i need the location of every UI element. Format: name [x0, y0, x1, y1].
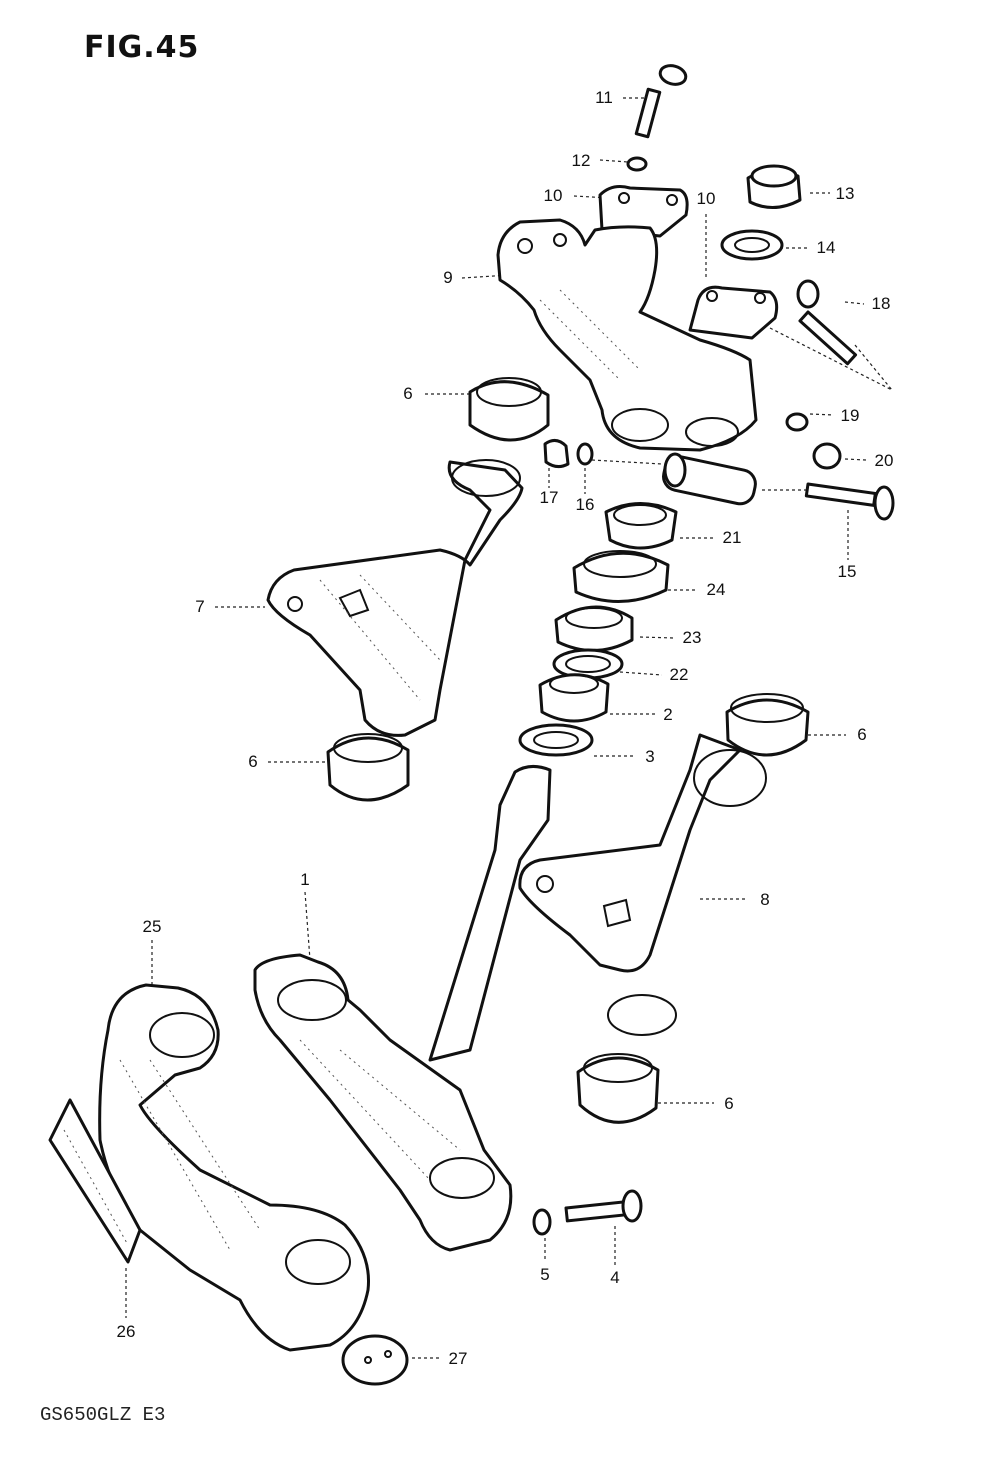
callout-c17: 17	[540, 488, 559, 507]
callout-c1: 1	[300, 870, 309, 889]
callout-c14: 14	[817, 238, 836, 257]
part-10-handlebar-holder-right	[688, 285, 779, 340]
part-21-nut	[604, 502, 678, 550]
part-27-plate	[341, 1334, 409, 1386]
part-6-rubber-upper-left	[468, 377, 550, 442]
callout-c11: 11	[595, 88, 613, 107]
callout-c24: 24	[707, 580, 726, 599]
callout-c26: 26	[117, 1322, 136, 1341]
part-4-bolt	[564, 1189, 643, 1223]
callout-c23: 23	[683, 628, 702, 647]
callout-c18: 18	[872, 294, 891, 313]
part-5-washer	[532, 1208, 552, 1236]
part-14-washer	[720, 229, 784, 261]
callout-c15: 15	[838, 562, 857, 581]
callout-c4: 4	[610, 1268, 619, 1287]
part-7-meter-bracket	[266, 459, 524, 737]
part-18-bolt	[796, 279, 858, 366]
callout-c20: 20	[875, 451, 894, 470]
part-11-bolt	[634, 64, 688, 139]
part-6-rubber-upper-right	[725, 693, 810, 757]
part-13-cap-nut	[746, 164, 802, 209]
part-6-rubber-lower-left	[326, 733, 410, 802]
callout-c6d: 6	[724, 1094, 733, 1113]
part-1-steering-stem	[253, 765, 552, 1252]
callout-c25: 25	[143, 917, 162, 936]
part-8-meter-bracket	[518, 733, 767, 1036]
callout-c6a: 6	[403, 384, 412, 403]
callout-c12: 12	[572, 151, 591, 170]
part-19-washer	[785, 412, 809, 432]
part-17-cap	[543, 439, 570, 469]
callout-c13: 13	[836, 184, 855, 203]
part-22-ring	[552, 648, 624, 680]
callout-c27: 27	[449, 1349, 468, 1368]
part-10-handlebar-holder-left	[598, 185, 689, 238]
figure-title: FIG.45	[84, 30, 200, 65]
pinch-boss	[662, 452, 757, 506]
part-9-upper-bracket	[496, 218, 758, 452]
callout-c5: 5	[540, 1265, 549, 1284]
part-26-emblem	[48, 1098, 142, 1264]
callout-c3: 3	[645, 747, 654, 766]
part-24-bearing	[572, 550, 670, 603]
part-12-nut	[626, 156, 648, 172]
callout-c7: 7	[195, 597, 204, 616]
part-16-washer	[576, 442, 594, 466]
part-23-bearing	[554, 605, 634, 652]
part-3-seal	[518, 723, 594, 757]
model-code: GS650GLZ E3	[40, 1404, 166, 1426]
callout-c10a: 10	[544, 186, 563, 205]
part-20-cap	[812, 442, 842, 470]
callout-c21: 21	[723, 528, 742, 547]
part-15-bolt	[804, 482, 895, 521]
callout-c19: 19	[841, 406, 860, 425]
callout-c22: 22	[670, 665, 689, 684]
callout-c9: 9	[443, 268, 452, 287]
part-2-bearing	[538, 673, 610, 723]
callout-c6c: 6	[857, 725, 866, 744]
callout-c16: 16	[576, 495, 595, 514]
part-6-rubber-lower-right	[576, 1053, 660, 1124]
callout-c6b: 6	[248, 752, 257, 771]
callout-c8: 8	[760, 890, 769, 909]
callout-c10b: 10	[697, 189, 716, 208]
callout-c2: 2	[663, 705, 672, 724]
